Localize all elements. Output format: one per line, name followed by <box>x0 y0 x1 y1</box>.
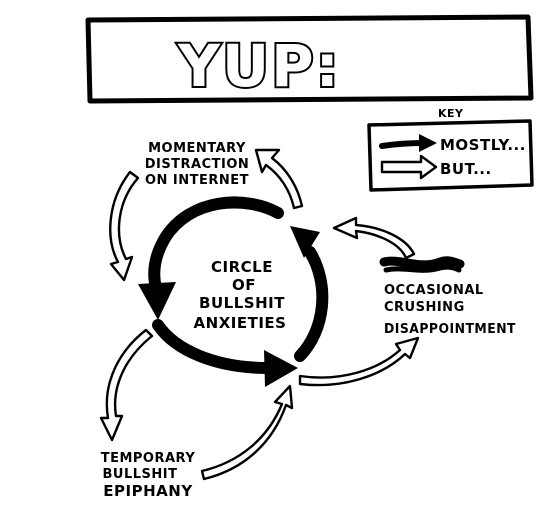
page-title: YUP: <box>177 32 341 100</box>
disappointment-line-2: CRUSHING <box>384 300 465 315</box>
legend-heading: KEY <box>438 107 464 120</box>
cycle-arrowhead-top <box>290 226 320 258</box>
arrow-from-epiphany <box>200 384 294 481</box>
node-epiphany: TEMPORARY BULLSHIT EPIPHANY <box>101 451 196 500</box>
legend-solid-arrow <box>379 134 437 152</box>
cycle-arrowhead-left <box>138 282 176 320</box>
cycle-arrowhead-bottom <box>264 350 298 387</box>
disappointment-line-3: DISAPPOINTMENT <box>384 322 516 337</box>
cycle-arrow-bottom <box>152 319 274 374</box>
cycle-arrow-top <box>148 196 284 294</box>
center-line-1: CIRCLE <box>211 258 273 276</box>
distraction-line-1: MOMENTARY <box>148 141 246 156</box>
scribble-mark <box>379 256 465 273</box>
outline-arrows <box>99 148 420 481</box>
disappointment-line-1: OCCASIONAL <box>384 283 484 298</box>
arrow-to-epiphany <box>99 328 154 442</box>
center-line-4: ANXIETIES <box>194 314 287 332</box>
epiphany-line-2: BULLSHIT <box>103 467 178 482</box>
center-line-2: OF <box>232 276 256 294</box>
arrow-to-distraction <box>254 148 304 210</box>
legend: KEY MOSTLY... BUT... <box>367 107 534 192</box>
central-cycle <box>138 196 329 387</box>
arrow-from-disappointment <box>332 216 416 260</box>
center-line-3: BULLSHIT <box>199 294 285 312</box>
title-box <box>85 14 534 104</box>
node-distraction: MOMENTARY DISTRACTION ON INTERNET <box>145 141 250 188</box>
epiphany-line-1: TEMPORARY <box>101 451 196 466</box>
epiphany-line-3: EPIPHANY <box>103 482 193 500</box>
arrow-from-distraction <box>109 170 140 282</box>
legend-box <box>367 119 534 192</box>
title-banner: YUP: <box>85 14 534 104</box>
center-label: CIRCLE OF BULLSHIT ANXIETIES <box>194 258 287 332</box>
legend-outline-arrow <box>380 154 438 180</box>
legend-but-label: BUT... <box>440 160 492 178</box>
arrow-to-disappointment <box>298 336 420 387</box>
node-disappointment: OCCASIONAL CRUSHING DISAPPOINTMENT <box>379 256 516 337</box>
distraction-line-3: ON INTERNET <box>145 173 249 188</box>
cycle-arrow-right <box>294 246 329 362</box>
legend-mostly-label: MOSTLY... <box>440 136 526 154</box>
distraction-line-2: DISTRACTION <box>145 157 250 172</box>
